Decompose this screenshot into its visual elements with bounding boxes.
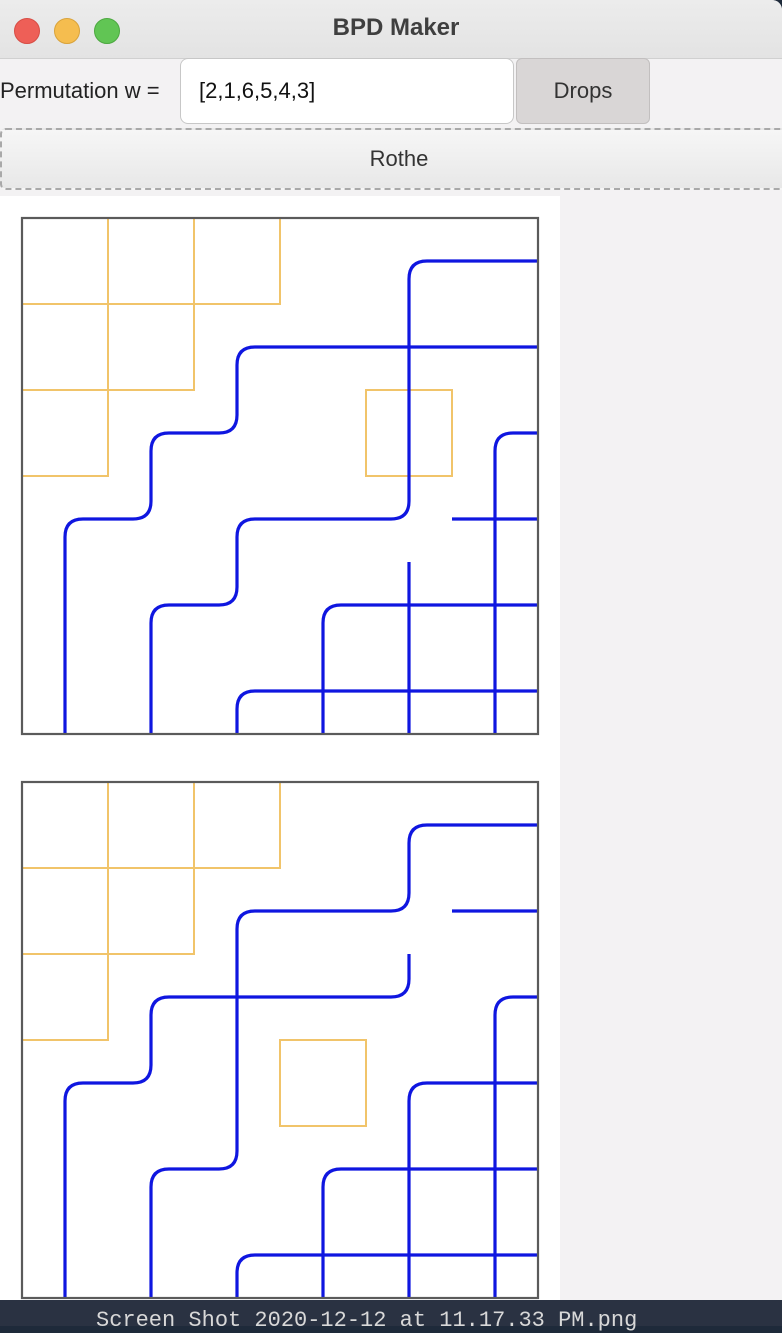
pipe-segment — [149, 431, 194, 476]
pipe-segment — [108, 476, 153, 521]
pipe-segment — [452, 476, 538, 562]
pipe-segment — [366, 562, 452, 648]
pipe-segment — [235, 689, 280, 734]
pipe-segment — [235, 909, 280, 954]
diagram-canvas — [0, 196, 560, 1312]
pipe-segment — [235, 1253, 280, 1298]
pipe-segment — [366, 868, 411, 913]
pipe-segment — [366, 476, 411, 521]
pipe-segment — [63, 517, 108, 562]
pipe-segment — [407, 823, 452, 868]
empty-box — [279, 1039, 367, 1127]
pipe-segment — [321, 1167, 366, 1212]
pipe-segment — [280, 1212, 366, 1298]
pipe-segment — [366, 648, 452, 734]
bpd-diagram-1 — [20, 216, 540, 736]
pipe-segment — [493, 995, 538, 1040]
pipe-segment — [452, 1126, 538, 1212]
pipe-segment — [366, 1126, 452, 1212]
permutation-input[interactable] — [180, 58, 514, 124]
pipe-segment — [194, 390, 239, 435]
pipe-segment — [493, 431, 538, 476]
pipe-segment — [235, 517, 280, 562]
pipe-segment — [194, 1126, 239, 1171]
desktop-file-caption: Screen Shot 2020-12-12 at 11.17.33 PM.pn… — [96, 1308, 638, 1333]
pipe-segment — [235, 345, 280, 390]
diagram-frame — [20, 780, 540, 1300]
rothe-button[interactable]: Rothe — [0, 128, 782, 190]
drops-button[interactable]: Drops — [516, 58, 650, 124]
toolbar: Permutation w = Drops — [0, 58, 782, 128]
pipe-segment — [149, 603, 194, 648]
empty-box — [107, 867, 195, 955]
bpd-diagram-2 — [20, 780, 540, 1300]
pipe-segment — [452, 1212, 538, 1298]
empty-box — [107, 303, 195, 391]
pipe-segment — [407, 259, 452, 304]
minimize-window-button[interactable] — [54, 18, 80, 44]
pipe-segment — [194, 954, 280, 1040]
zoom-window-button[interactable] — [94, 18, 120, 44]
pipe-segment — [108, 1040, 153, 1085]
title-bar[interactable]: BPD Maker — [0, 0, 782, 59]
permutation-label: Permutation w = — [0, 78, 160, 103]
pipe-segment — [321, 603, 366, 648]
desktop-background: Screen Shot 2020-12-12 at 11.17.33 PM.pn… — [0, 1300, 782, 1333]
pipe-segment — [407, 1081, 452, 1126]
pipe-segment — [452, 1040, 538, 1126]
pipe-segment — [452, 562, 538, 648]
diagram-frame — [20, 216, 540, 736]
pipe-segment — [366, 954, 411, 999]
pipe-segment — [149, 1167, 194, 1212]
pipe-segment — [452, 648, 538, 734]
window-title: BPD Maker — [332, 14, 460, 41]
rothe-button-label: Rothe — [369, 146, 429, 171]
pipe-segment — [280, 648, 366, 734]
pipe-segment — [366, 304, 452, 390]
pipe-segment — [149, 995, 194, 1040]
pipe-segment — [194, 562, 239, 607]
pipe-segment — [366, 1212, 452, 1298]
pipe-segment — [63, 1081, 108, 1126]
close-window-button[interactable] — [14, 18, 40, 44]
